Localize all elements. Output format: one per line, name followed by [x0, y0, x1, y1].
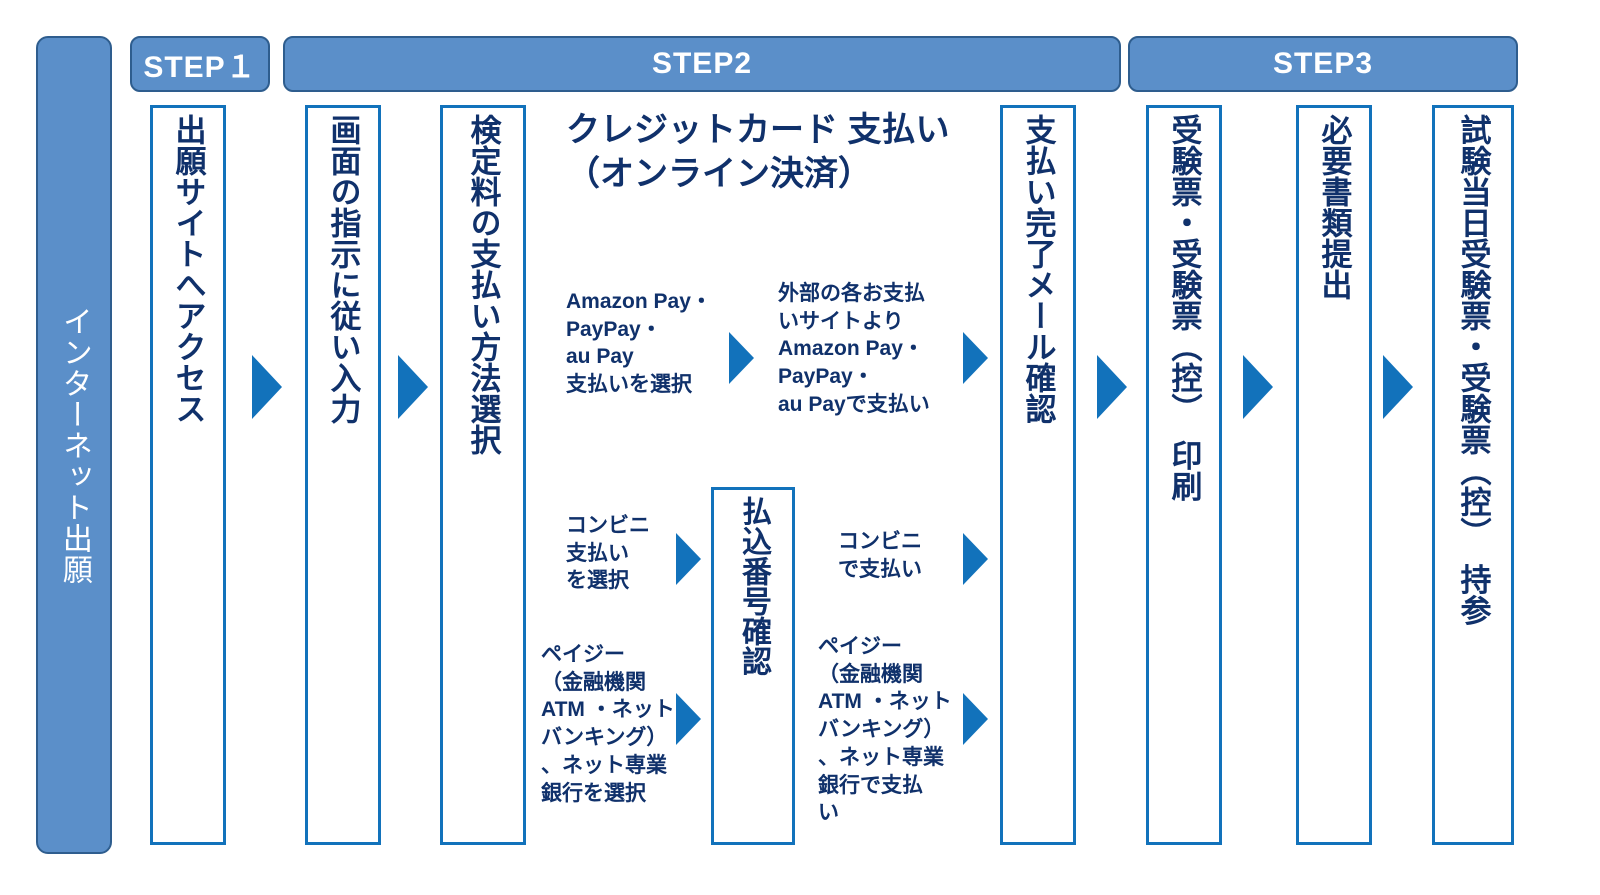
label-pay-epay: 外部の各お支払 いサイトより Amazon Pay・ PayPay・ au Pa… [778, 282, 930, 416]
box-payment-complete-mail-label: 支払い完了メール確認 [1020, 114, 1056, 424]
arrow-right-icon-7 [676, 693, 701, 745]
credit-card-payment-title: クレジットカード 支払い （オンライン決済） [566, 111, 950, 194]
box-print-exam-ticket-label: 受験票・受験票（控） 印刷 [1166, 114, 1202, 502]
box-apply-site: 出願サイトへアクセス [150, 105, 226, 845]
label-select-epay: Amazon Pay・ PayPay・ au Pay 支払いを選択 [566, 290, 712, 397]
label-select-payeasy: ペイジー （金融機関 ATM ・ネット バンキング） 、ネット専業 銀行を選択 [541, 643, 675, 805]
box-apply-site-label: 出願サイトへアクセス [170, 114, 206, 424]
arrow-right-icon-10 [1243, 355, 1273, 419]
arrow-right-icon-9 [1097, 355, 1127, 419]
arrow-right-icon-2 [398, 355, 428, 419]
arrow-right-icon-4 [963, 332, 988, 384]
arrow-right-icon-1 [252, 355, 282, 419]
box-payment-number: 払込番号確認 [711, 487, 795, 845]
step1-banner: STEP１ [130, 36, 270, 92]
step3-banner: STEP3 [1128, 36, 1518, 92]
label-select-conveni: コンビニ 支払い を選択 [566, 514, 650, 593]
step3-label: STEP3 [1272, 47, 1374, 80]
arrow-right-icon-5 [676, 533, 701, 585]
box-input-form-label: 画面の指示に従い入力 [325, 114, 361, 424]
box-submit-documents: 必要書類提出 [1296, 105, 1372, 845]
box-payment-number-label: 払込番号確認 [737, 496, 770, 676]
label-pay-payeasy: ペイジー （金融機関 ATM ・ネット バンキング） 、ネット専業 銀行で支払 … [818, 635, 952, 825]
box-select-payment-method-label: 検定料の支払い方法選択 [465, 114, 501, 455]
box-submit-documents-label: 必要書類提出 [1316, 114, 1352, 300]
label-pay-conveni: コンビニ で支払い [838, 530, 922, 581]
step2-label: STEP2 [651, 47, 753, 80]
box-bring-exam-ticket-label: 試験当日受験票・受験票（控） 持参 [1455, 114, 1491, 626]
box-select-payment-method: 検定料の支払い方法選択 [440, 105, 526, 845]
box-payment-complete-mail: 支払い完了メール確認 [1000, 105, 1076, 845]
step2-banner: STEP2 [283, 36, 1121, 92]
arrow-right-icon-11 [1383, 355, 1413, 419]
entry-banner-internet-application: インターネット出願 [36, 36, 112, 854]
box-bring-exam-ticket: 試験当日受験票・受験票（控） 持参 [1432, 105, 1514, 845]
arrow-right-icon-6 [963, 533, 988, 585]
arrow-right-icon-3 [729, 332, 754, 384]
step1-label: STEP１ [143, 51, 257, 84]
arrow-right-icon-8 [963, 693, 988, 745]
box-print-exam-ticket: 受験票・受験票（控） 印刷 [1146, 105, 1222, 845]
entry-label: インターネット出願 [57, 305, 91, 585]
box-input-form: 画面の指示に従い入力 [305, 105, 381, 845]
